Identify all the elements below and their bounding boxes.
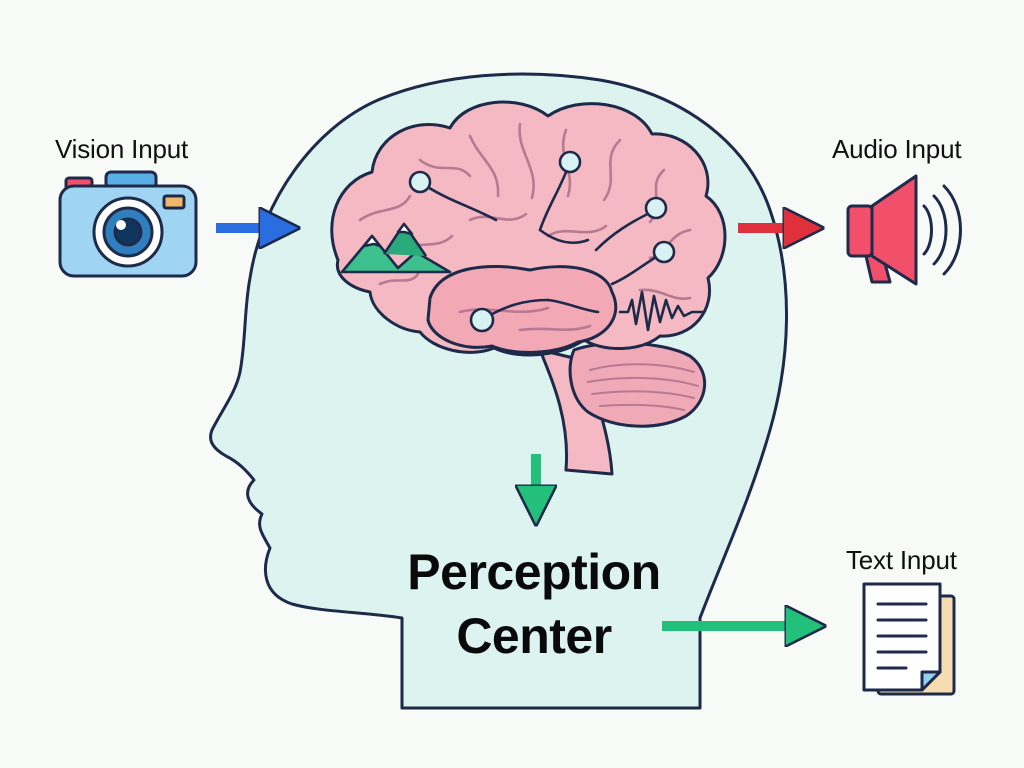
neuron-node [558, 150, 582, 174]
perception-center-title: Perception Center [330, 540, 738, 668]
mountain-icon [340, 222, 452, 274]
megaphone-icon [846, 174, 962, 286]
neuron-node [469, 307, 495, 333]
camera-icon [58, 170, 198, 278]
title-line-1: Perception [407, 544, 661, 600]
vision-input-label: Vision Input [55, 134, 188, 164]
cerebellum [568, 341, 706, 428]
neuron-node [644, 196, 668, 220]
document-icon [862, 582, 956, 696]
neuron-node [652, 240, 676, 264]
text-input-label: Text Input [846, 545, 957, 575]
title-line-2: Center [456, 608, 612, 664]
neuron-node [408, 170, 432, 194]
brain-illustration [330, 100, 727, 476]
audio-input-label: Audio Input [832, 134, 962, 164]
sound-wave-icon [618, 290, 706, 332]
